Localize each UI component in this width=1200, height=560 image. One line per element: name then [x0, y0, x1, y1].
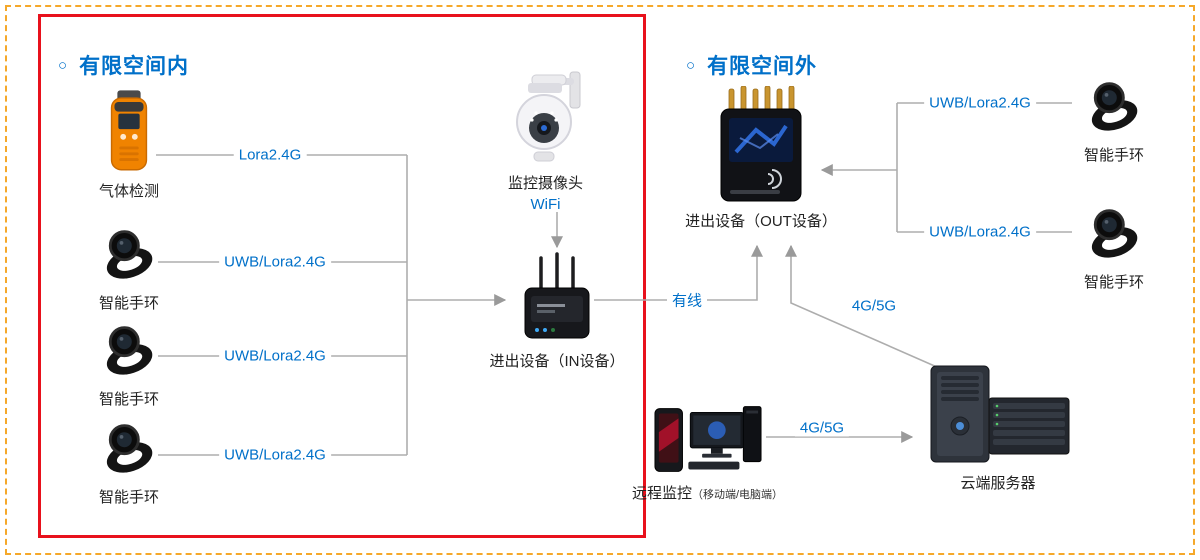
camera-node: 监控摄像头 WiFi — [498, 70, 593, 213]
link-label-uwb-1: UWB/Lora2.4G — [219, 253, 331, 271]
wristband-out-node-1: 智能手环 — [1074, 78, 1154, 165]
remote-monitor-icon — [653, 404, 763, 476]
link-label-4g5g-out: 4G/5G — [846, 297, 902, 315]
surveillance-camera-icon — [506, 70, 586, 166]
wristband-label: 智能手环 — [1083, 274, 1144, 291]
wristband-icon — [99, 420, 159, 480]
wristband-node-1: 智能手环 — [86, 226, 172, 313]
zone-inside-label: 有限空间内 — [79, 55, 190, 78]
camera-wifi-label: WiFi — [530, 196, 561, 213]
zone-outside-label: 有限空间外 — [707, 55, 818, 78]
wristband-node-3: 智能手环 — [86, 420, 172, 507]
camera-label: 监控摄像头 — [507, 175, 583, 192]
gas-detector-node: 气体检测 — [86, 88, 172, 201]
remote-monitor-node: 远程监控（移动端/电脑端） — [632, 404, 783, 503]
in-device-node: 进出设备（IN设备） — [490, 252, 625, 371]
remote-monitor-label-sub: （移动端/电脑端） — [691, 489, 784, 501]
wristband-label: 智能手环 — [98, 295, 159, 312]
cloud-server-label: 云端服务器 — [960, 475, 1036, 492]
link-label-uwb-2: UWB/Lora2.4G — [219, 347, 331, 365]
gas-detector-icon — [98, 88, 160, 174]
wristband-icon — [99, 226, 159, 286]
zone-inside-title: ○ 有限空间内 — [58, 50, 189, 80]
link-label-uwb-3: UWB/Lora2.4G — [219, 446, 331, 464]
wristband-out-node-2: 智能手环 — [1074, 205, 1154, 292]
remote-monitor-label-main: 远程监控 — [631, 485, 692, 502]
in-device-label: 进出设备（IN设备） — [489, 353, 625, 370]
wristband-icon — [1084, 78, 1144, 138]
wristband-label: 智能手环 — [98, 391, 159, 408]
wristband-label: 智能手环 — [1083, 147, 1144, 164]
link-label-wired: 有线 — [666, 289, 708, 311]
remote-monitor-label: 远程监控（移动端/电脑端） — [632, 482, 783, 503]
link-label-uwb-out-bottom: UWB/Lora2.4G — [924, 223, 1036, 241]
zone-outside-title: ○ 有限空间外 — [686, 50, 817, 80]
gas-detector-label: 气体检测 — [98, 183, 159, 200]
out-device-node: 进出设备（OUT设备） — [685, 86, 837, 231]
out-device-icon — [716, 86, 806, 204]
zone-inside-bullet-icon: ○ — [58, 56, 69, 74]
link-label-uwb-out-top: UWB/Lora2.4G — [924, 94, 1036, 112]
cloud-server-icon — [923, 364, 1073, 466]
wristband-icon — [99, 322, 159, 382]
link-label-4g5g-cloud: 4G/5G — [794, 419, 850, 437]
cloud-server-node: 云端服务器 — [922, 364, 1074, 493]
out-device-label: 进出设备（OUT设备） — [685, 213, 837, 230]
wristband-label: 智能手环 — [98, 489, 159, 506]
wristband-node-2: 智能手环 — [86, 322, 172, 409]
in-device-icon — [517, 252, 597, 344]
wristband-icon — [1084, 205, 1144, 265]
link-label-lora: Lora2.4G — [233, 146, 307, 164]
zone-outside-bullet-icon: ○ — [686, 56, 697, 74]
